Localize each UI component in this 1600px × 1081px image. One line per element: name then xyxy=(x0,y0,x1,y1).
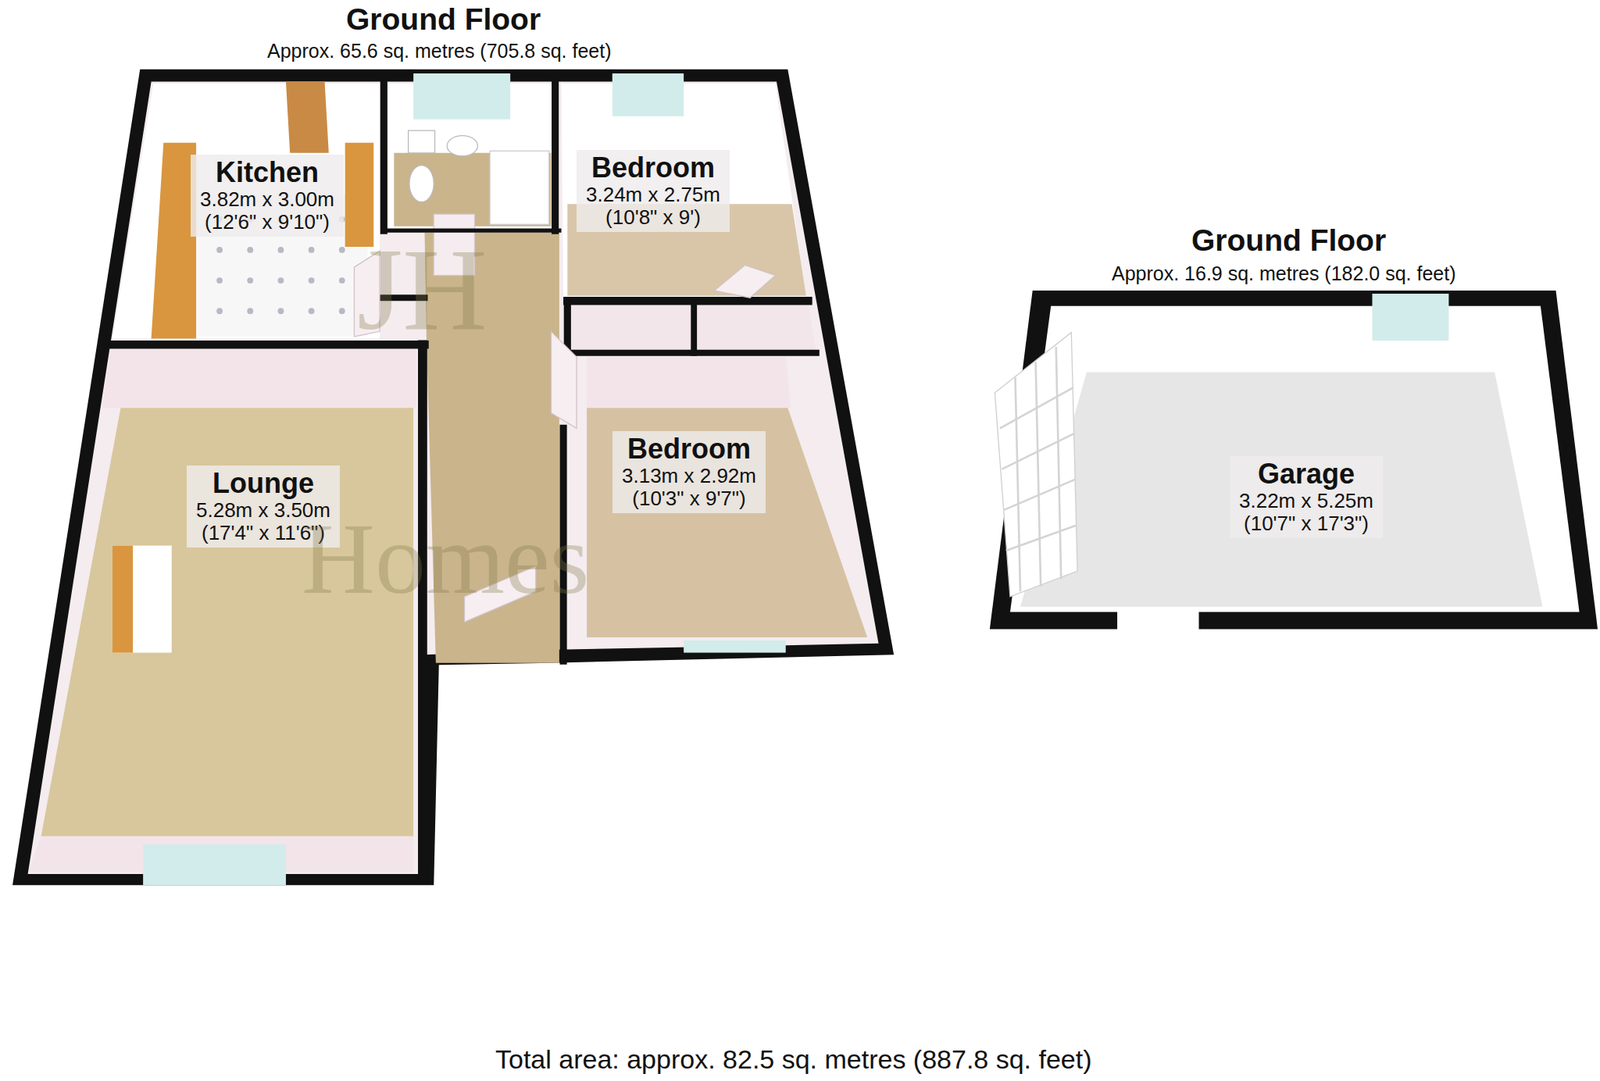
room-name: Garage xyxy=(1239,458,1374,490)
room-name: Kitchen xyxy=(200,157,335,189)
room-dimension: (12'6" x 9'10") xyxy=(200,210,335,234)
floor-area: Approx. 16.9 sq. metres (182.0 sq. feet) xyxy=(1111,264,1457,284)
room-dimension: 3.24m x 2.75m xyxy=(585,183,721,207)
room-dimension: (10'8" x 9') xyxy=(585,206,721,229)
floor-area: Approx. 65.6 sq. metres (705.8 sq. feet) xyxy=(267,41,612,61)
room-label: Garage3.22m x 5.25m(10'7" x 17'3") xyxy=(1229,456,1383,539)
room-name: Bedroom xyxy=(585,152,721,184)
room-label: Kitchen3.82m x 3.00m(12'6" x 9'10") xyxy=(190,154,344,237)
total-area-caption: Total area: approx. 82.5 sq. metres (887… xyxy=(495,1046,1093,1073)
room-dimension: (10'3" x 9'7") xyxy=(621,487,757,511)
room-dimension: (10'7" x 17'3") xyxy=(1239,512,1374,536)
room-dimension: 3.22m x 5.25m xyxy=(1239,489,1374,513)
watermark: JH xyxy=(357,230,488,348)
floor-heading: Ground Floor xyxy=(346,3,541,35)
room-name: Lounge xyxy=(196,467,331,500)
room-name: Bedroom xyxy=(621,433,757,465)
room-label: Bedroom3.24m x 2.75m(10'8" x 9') xyxy=(576,150,730,233)
watermark: Homes xyxy=(301,507,590,610)
room-dimension: 3.13m x 2.92m xyxy=(621,464,757,488)
room-dimension: 3.82m x 3.00m xyxy=(200,188,335,211)
floor-heading: Ground Floor xyxy=(1191,225,1386,256)
room-label: Bedroom3.13m x 2.92m(10'3" x 9'7") xyxy=(612,431,766,514)
